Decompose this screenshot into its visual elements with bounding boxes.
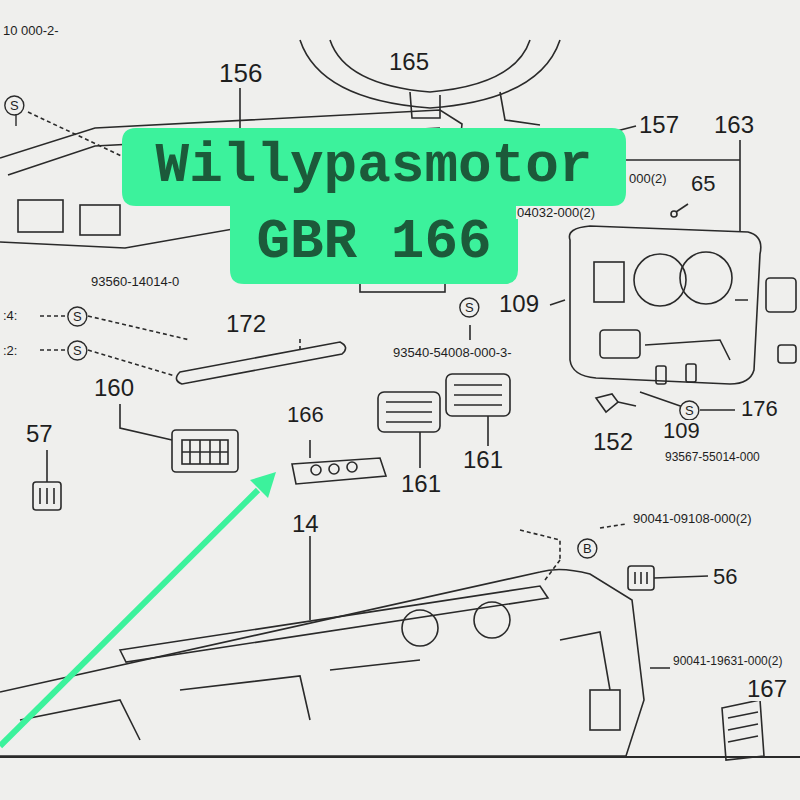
symbol-letter: S xyxy=(72,344,83,357)
symbol-letter: B xyxy=(582,542,593,555)
callout-number: 176 xyxy=(740,398,779,420)
callout-number: 157 xyxy=(638,113,680,137)
callout-number: 56 xyxy=(712,566,738,588)
callout-number: 14 xyxy=(291,512,320,536)
part-number: 93560-14014-0 xyxy=(90,275,180,288)
part-number: 000(2) xyxy=(628,172,668,185)
symbol-circle xyxy=(460,298,479,317)
callout-number: 65 xyxy=(690,173,716,195)
badge-text: Willypasmotor GBR 166 xyxy=(122,128,626,280)
callout-number: 163 xyxy=(713,113,755,137)
callout-number: 152 xyxy=(592,430,634,454)
symbol-circle xyxy=(680,401,699,420)
symbol-letter: S xyxy=(72,310,83,323)
part-number: 93540-54008-000-3- xyxy=(392,346,513,359)
callout-number: 167 xyxy=(746,677,788,701)
symbol-letter: S xyxy=(464,301,475,314)
highlight-arrow xyxy=(0,472,276,746)
part-number: 93567-55014-000 xyxy=(664,451,761,463)
part-number: 10 000-2- xyxy=(2,24,60,37)
symbol-circle xyxy=(5,96,24,115)
symbol-circle xyxy=(68,341,87,360)
callout-number: 160 xyxy=(93,376,135,400)
leader-line xyxy=(15,114,16,126)
part-number: :4: xyxy=(2,309,18,322)
callout-number: 165 xyxy=(388,50,430,74)
callout-number: 109 xyxy=(498,292,540,316)
callout-number: 161 xyxy=(400,472,442,496)
callout-number: 161 xyxy=(462,448,504,472)
line-art xyxy=(0,40,800,760)
badge-fill xyxy=(122,128,626,284)
symbol-circle xyxy=(578,539,597,558)
callout-number: 156 xyxy=(218,60,263,86)
callout-number: 166 xyxy=(286,404,325,426)
symbol-letter: S xyxy=(684,404,695,417)
callout-number: 57 xyxy=(25,422,54,446)
symbol-circle xyxy=(68,307,87,326)
callout-number: 172 xyxy=(225,312,267,336)
part-number: 04032-000(2) xyxy=(516,206,596,219)
part-number: :2: xyxy=(2,344,18,357)
part-number: 90041-09108-000(2) xyxy=(632,512,753,525)
symbol-letter: S xyxy=(9,99,20,112)
callout-number: 109 xyxy=(662,420,701,442)
part-number: 90041-19631-000(2) xyxy=(672,655,783,667)
